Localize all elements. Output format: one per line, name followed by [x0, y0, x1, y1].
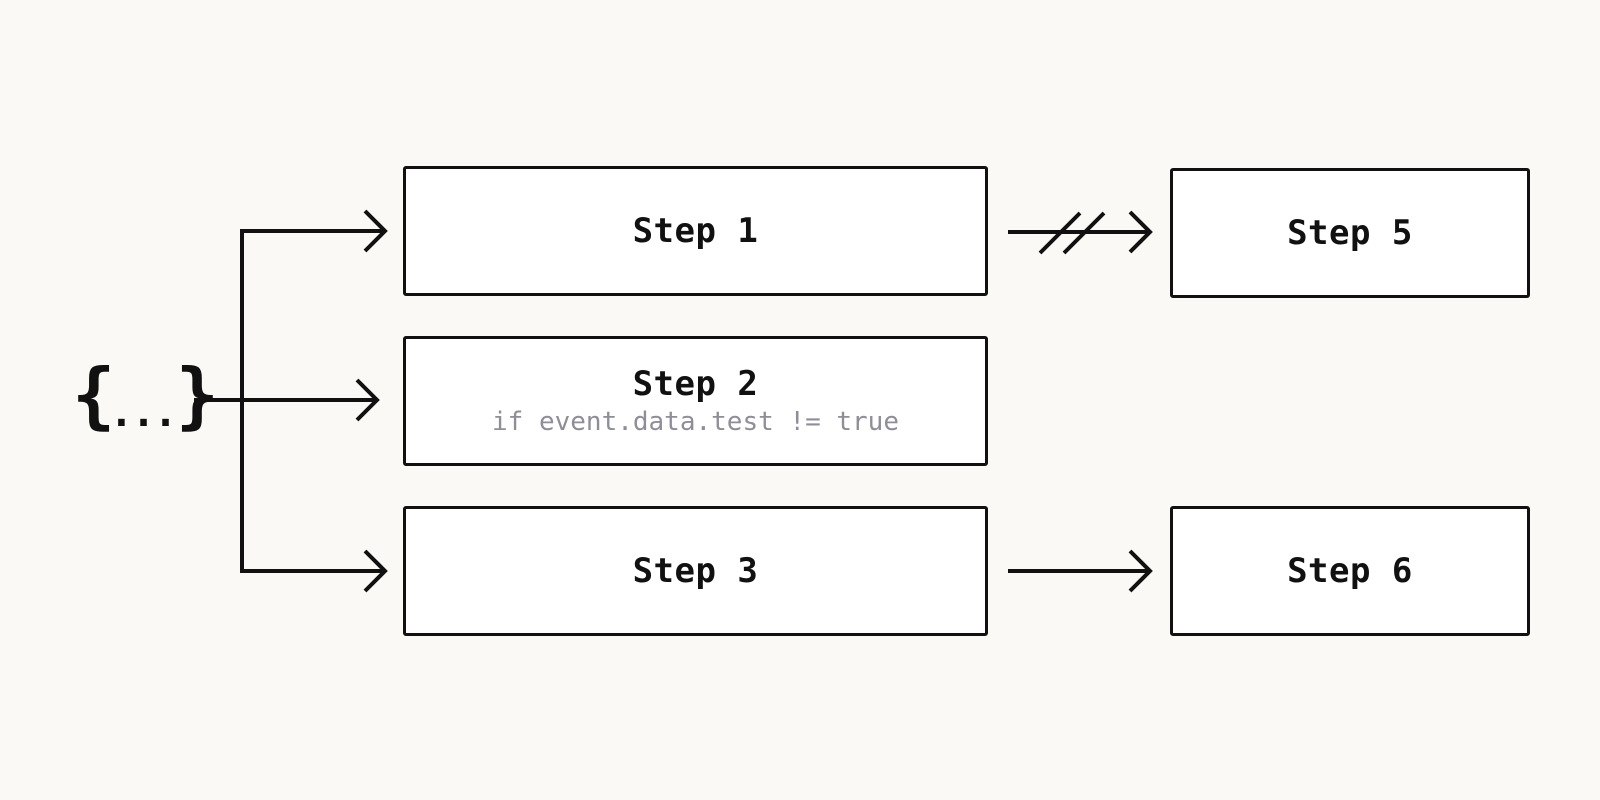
- step-5-node[interactable]: Step 5: [1170, 168, 1530, 298]
- step-6-node[interactable]: Step 6: [1170, 506, 1530, 636]
- step-1-title: Step 1: [632, 211, 759, 251]
- event-source-icon: {...}: [72, 345, 219, 445]
- step-1-node[interactable]: Step 1: [403, 166, 988, 296]
- arrowhead-step3: [363, 549, 388, 593]
- step-2-title: Step 2: [632, 364, 759, 404]
- step-6-title: Step 6: [1287, 551, 1413, 591]
- arrowhead-step2: [355, 378, 380, 422]
- source-ellipsis: ...: [109, 390, 177, 436]
- break-mark-1: [1038, 211, 1082, 255]
- open-brace: {: [72, 353, 115, 437]
- break-mark-2: [1062, 211, 1106, 255]
- step-5-title: Step 5: [1287, 213, 1413, 253]
- step-2-condition: if event.data.test != true: [492, 407, 899, 437]
- arrowhead-step6: [1128, 549, 1153, 593]
- arrowhead-step5: [1128, 210, 1153, 254]
- step-3-node[interactable]: Step 3: [403, 506, 988, 636]
- step-3-title: Step 3: [632, 551, 759, 591]
- close-brace: }: [175, 353, 219, 437]
- arrowhead-step1: [363, 209, 388, 253]
- step-2-node[interactable]: Step 2 if event.data.test != true: [403, 336, 988, 466]
